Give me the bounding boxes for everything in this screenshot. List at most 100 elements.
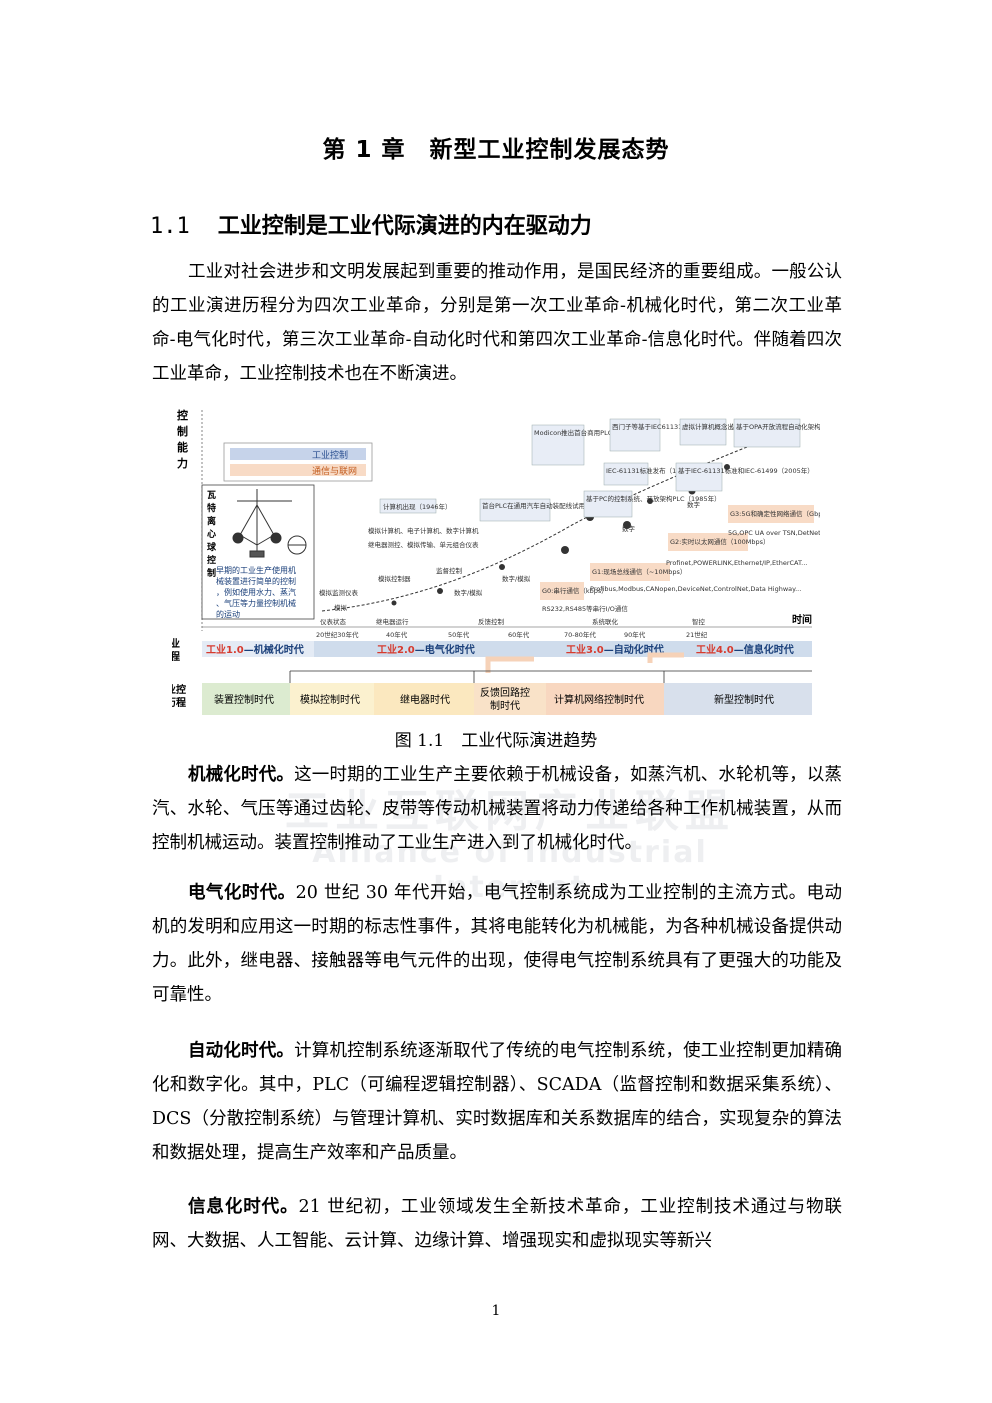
legend-swatch-control: [230, 448, 366, 460]
milestone: Modicon推出首台商用PLC（1975年）: [534, 428, 648, 437]
phase-period: 20世纪30年代: [316, 630, 359, 639]
phase-label: 反馈控制: [478, 617, 505, 626]
era-name: —电气化时代: [415, 643, 475, 656]
paragraph-electrification: 电气化时代。20 世纪 30 年代开始，电气控制系统成为工业控制的主流方式。电动…: [152, 876, 842, 1012]
control-era: 模拟控制时代: [300, 693, 360, 706]
x-axis-label: 时间: [792, 613, 812, 626]
stage-label: 模拟控制器: [378, 574, 411, 583]
y-label-char: 力: [177, 456, 188, 470]
milestone: 基于OPA开放流程自动化架构（2019年）: [736, 422, 820, 431]
stage-label: 模拟监测仪表: [319, 588, 359, 597]
phase-label: 继电器运行: [376, 617, 409, 626]
phase-label: 智控: [692, 617, 706, 626]
legend: 工业控制 通信与联网: [223, 442, 373, 482]
figure-caption: 图 1.1 工业代际演进趋势: [394, 731, 598, 751]
control-era: 新型控制时代: [714, 693, 774, 706]
milestone: IEC-61131标准发布（1993年）: [606, 466, 702, 475]
comm-label: Profibus,Modbus,CANopen,DeviceNet,Contro…: [590, 585, 801, 593]
legend-item: 通信与联网: [312, 465, 357, 477]
trend-curve: [321, 436, 773, 612]
y-label-char: 控: [177, 408, 188, 422]
milestone: 计算机出现（1946年）: [383, 502, 452, 511]
watt-char: 球: [207, 541, 217, 553]
watt-description: 早期的工业生产使用机 械装置进行简单的控制 ，例如使用水力、蒸汽 、气压等力量控…: [216, 565, 299, 619]
section-title: 工业控制是工业代际演进的内在驱动力: [217, 214, 592, 239]
chapter-title: 第 1 章 新型工业控制发展态势: [322, 137, 670, 163]
industrial-evolution-figure: 控 制 能 力 时间 工业控制 通信与联网 瓦 特 离 心 球 控 制: [172, 408, 820, 715]
comm-label: Profinet,POWERLINK,Ethernet/IP,EtherCAT.…: [666, 559, 807, 567]
phase-period: 40年代: [386, 630, 408, 639]
era-arrows: [485, 652, 684, 673]
paragraph-lead: 自动化时代。: [188, 1041, 295, 1061]
watt-char: 离: [207, 515, 216, 527]
phase-period: 90年代: [624, 630, 646, 639]
y-label-char: 能: [177, 440, 188, 454]
era-code: 工业3.0: [566, 643, 604, 656]
paragraph-body: 20 世纪 30 年代开始，电气控制系统成为工业控制的主流方式。电动机的发明和应…: [152, 883, 842, 1005]
milestone-labels: 计算机出现（1946年） 首台PLC在通用汽车自动装配线试用（1969年） Mo…: [379, 418, 820, 522]
era-name: —信息化时代: [734, 643, 794, 656]
comm-label: G0:串行通信（kbps）: [542, 586, 608, 595]
era-code: 工业4.0: [696, 643, 734, 656]
watt-governor-panel: 瓦 特 离 心 球 控 制 早期的工业生产使用机 械装置进行简单的控制 ，例如使…: [201, 484, 315, 620]
era-name: —机械化时代: [244, 643, 304, 656]
stage-label: 数字: [622, 524, 636, 533]
phase-period: 70-80年代: [564, 630, 596, 639]
comm-label: G2:实时以太网通信（100Mbps）: [670, 537, 770, 546]
paragraph-lead: 信息化时代。: [188, 1197, 299, 1217]
watt-char: 心: [207, 529, 216, 540]
comm-label: G1:现场总线通信（~10Mbps）: [592, 567, 686, 576]
paragraph-automation: 自动化时代。计算机控制系统逐渐取代了传统的电气控制系统，使工业控制更加精确化和数…: [152, 1034, 842, 1170]
comm-label: RS232,RS485等串行I/O通信: [542, 604, 628, 613]
phase-period: 21世纪: [686, 630, 708, 639]
arrow-icon: [647, 652, 684, 663]
paragraph-body: 这一时期的工业生产主要依赖于机械设备，如蒸汽机、水轮机等，以蒸汽、水轮、气压等通…: [152, 765, 843, 853]
control-era: 制时代: [490, 699, 520, 712]
phase-period: 50年代: [448, 630, 470, 639]
milestone: 基于PC的控制系统、开放架构PLC（1985年）: [586, 494, 721, 503]
legend-item: 工业控制: [312, 449, 348, 461]
comm-label: 5G,OPC UA over TSN,DetNet...: [728, 529, 820, 537]
watt-char: 瓦: [207, 490, 216, 501]
milestone: 首台PLC在通用汽车自动装配线试用（1969年）: [482, 501, 621, 510]
stage-label: 数字/模拟: [454, 588, 483, 597]
phase-period: 60年代: [508, 630, 530, 639]
paragraph-mechanization: 机械化时代。这一时期的工业生产主要依赖于机械设备，如蒸汽机、水轮机等，以蒸汽、水…: [152, 758, 842, 860]
phase-row: 仪表状态 继电器运行 反馈控制 系统联化 智控 20世纪30年代 40年代 50…: [316, 617, 708, 639]
y-label-char: 制: [177, 424, 188, 438]
watt-char: 制: [207, 567, 216, 579]
milestone: 基于IEC-61131标准和IEC-61499（2005年）: [678, 466, 814, 475]
stage-label: 数字: [687, 500, 701, 509]
era-code: 工业1.0: [206, 643, 244, 656]
era-code: 工业2.0: [377, 643, 415, 656]
control-era: 计算机网络控制时代: [554, 693, 644, 706]
svg-text:工业1.0—机械化时代: 工业1.0—机械化时代: [206, 643, 304, 656]
industry-era-band: 工业1.0—机械化时代 工业2.0—电气化时代 工业3.0—自动化时代 工业4.…: [202, 641, 812, 657]
row-label-control: 制历程: [172, 696, 186, 709]
row-label-control: 工业控: [172, 683, 186, 696]
row-label-industry: 工业: [172, 637, 180, 650]
arrow-icon: [485, 656, 534, 673]
control-era: 装置控制时代: [214, 693, 274, 706]
control-era-row: 装置控制时代 模拟控制时代 继电器时代 反馈回路控 制时代 计算机网络控制时代 …: [202, 670, 812, 715]
stage-label: 模拟: [334, 603, 348, 612]
stage-labels: 模拟监测仪表 模拟 继电器测控、模拟传输、单元组合仪表 模拟控制器 模拟计算机、…: [319, 500, 701, 612]
stage-label: 监督控制: [436, 566, 463, 575]
watt-char: 控: [207, 554, 216, 566]
page-number: 1: [491, 1303, 501, 1319]
paragraph-body: 计算机控制系统逐渐取代了传统的电气控制系统，使工业控制更加精确化和数字化。其中，…: [152, 1041, 843, 1163]
paragraph-body: 21 世纪初，工业领域发生全新技术革命，工业控制技术通过与物联网、大数据、人工智…: [152, 1197, 842, 1251]
comm-label: G3:5G和确定性网络通信（Gbps）: [730, 509, 820, 518]
phase-label: 系统联化: [592, 617, 619, 626]
comm-labels: G0:串行通信（kbps） RS232,RS485等串行I/O通信 G1:现场总…: [540, 505, 820, 613]
intro-paragraph: 工业对社会进步和文明发展起到重要的推动作用，是国民经济的重要组成。一般公认的工业…: [152, 262, 842, 384]
row-labels: 工业 历程 工业控 制历程: [172, 637, 186, 709]
stage-label: 数字/模拟: [502, 574, 531, 583]
milestone: 虚拟计算机概念出现（2006年）: [682, 422, 777, 431]
watt-char: 特: [207, 502, 216, 514]
paragraph-informatization: 信息化时代。21 世纪初，工业领域发生全新技术革命，工业控制技术通过与物联网、大…: [152, 1190, 842, 1258]
watt-governor-icon: [232, 489, 307, 558]
control-era: 反馈回路控: [480, 686, 530, 699]
svg-text:工业4.0—信息化时代: 工业4.0—信息化时代: [696, 643, 794, 656]
